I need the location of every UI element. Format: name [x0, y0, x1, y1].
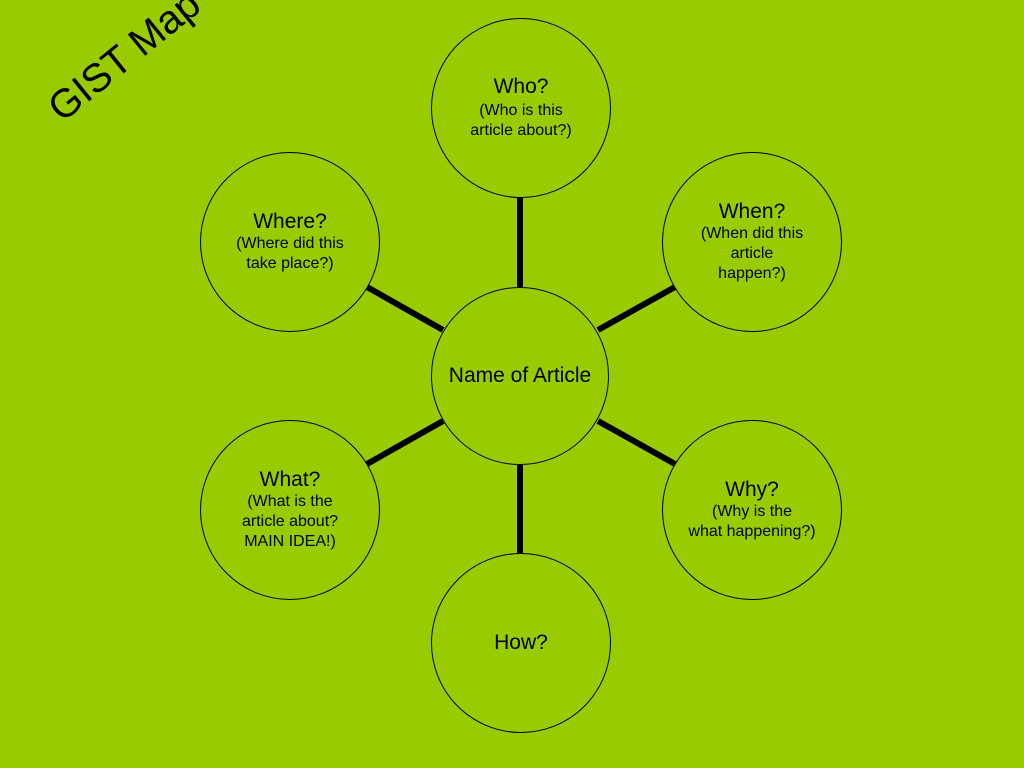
connector-why — [596, 418, 677, 467]
center-node-label: Name of Article — [448, 364, 592, 387]
center-node: Name of Article — [431, 287, 609, 465]
connector-when — [596, 284, 677, 333]
connector-where — [365, 284, 445, 333]
node-where-title: Where? — [253, 210, 327, 233]
node-who-subtitle: (Who is this article about?) — [470, 102, 572, 139]
node-why-subtitle: (Why is the what happening?) — [688, 503, 816, 540]
node-when-title: When? — [718, 200, 786, 223]
node-what-subtitle: (What is the article about? MAIN IDEA!) — [241, 493, 339, 550]
node-what: What? (What is the article about? MAIN I… — [200, 420, 380, 600]
connector-what — [365, 418, 445, 467]
node-where-subtitle: (Where did this take place?) — [236, 235, 344, 272]
node-how-title: How? — [494, 631, 548, 654]
node-who-title: Who? — [493, 75, 549, 98]
node-when-subtitle: (When did this article happen?) — [700, 225, 804, 282]
node-who: Who? (Who is this article about?) — [431, 18, 611, 198]
node-where: Where? (Where did this take place?) — [200, 152, 380, 332]
node-what-title: What? — [259, 468, 321, 491]
node-why-title: Why? — [725, 478, 779, 501]
node-when: When? (When did this article happen?) — [662, 152, 842, 332]
node-why: Why? (Why is the what happening?) — [662, 420, 842, 600]
node-how: How? — [431, 553, 611, 733]
